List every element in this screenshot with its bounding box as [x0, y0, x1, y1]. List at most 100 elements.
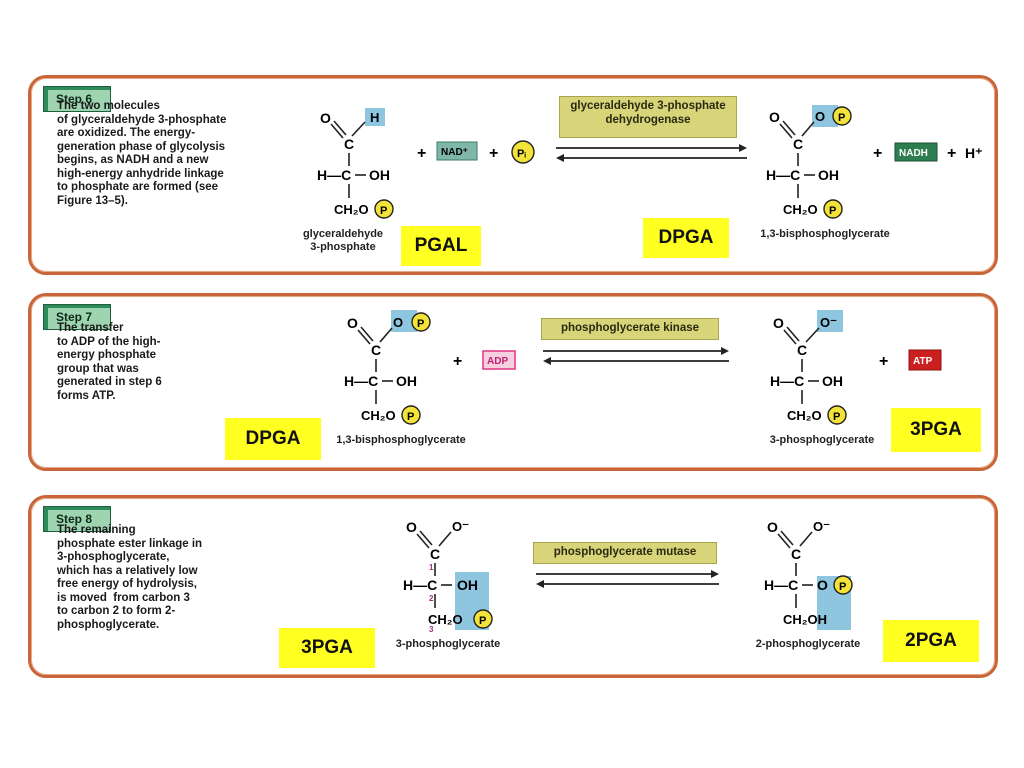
c3-ch2o: CH₂O: [361, 408, 396, 423]
2-phosphoglycerate-structure: O O⁻ C H—C O P CH₂OH: [764, 519, 853, 630]
step-8-panel: Step 8 The remaining phosphate ester lin…: [28, 495, 998, 678]
c1-atom: C: [344, 136, 354, 152]
c2-row: H—C: [764, 577, 798, 593]
plus-sign: +: [489, 145, 498, 162]
carbon-number-3: 3: [429, 625, 434, 634]
atp-box: [908, 349, 942, 371]
carbonyl-o-atom: O: [773, 315, 784, 331]
step-7-product-name: 3-phosphoglycerate: [769, 434, 875, 446]
acyl-o-atom: O: [393, 315, 403, 330]
step-8-description: The remaining phosphate ester linkage in…: [57, 524, 203, 631]
glyceraldehyde-3-phosphate-structure: H O C H—C OH CH₂O P: [317, 108, 394, 219]
pi-label: Pᵢ: [517, 148, 526, 160]
c2-row: H—C: [403, 577, 437, 593]
step-6-tag-dpga: DPGA: [643, 218, 729, 258]
step-6-substrate-name: glyceraldehyde 3-phosphate: [302, 228, 384, 253]
step-6-product-name: 1,3-bisphosphoglycerate: [760, 228, 890, 240]
step-7-description: The transfer to ADP of the high- energy …: [57, 322, 162, 402]
equilibrium-arrows: [543, 347, 729, 365]
phosphate-p: P: [829, 205, 836, 217]
phosphate-p: P: [833, 411, 840, 423]
c2-row: H—C: [770, 373, 804, 389]
c1-atom: C: [430, 546, 440, 562]
nad-label: NAD⁺: [441, 147, 468, 158]
step-6-panel: Step 6 The two molecules of glyceraldehy…: [28, 75, 998, 275]
step-7-panel: Step 7 The transfer to ADP of the high- …: [28, 293, 998, 471]
step-8-enzyme: phosphoglycerate mutase: [533, 542, 717, 564]
phosphate-p: P: [407, 411, 414, 423]
adp-box: [482, 350, 516, 370]
carbon-number-1: 1: [429, 563, 434, 572]
3-phosphoglycerate-structure: O O⁻ C 1 H—C 2 OH CH₂O 3 P: [403, 519, 493, 634]
carbonyl-o-atom: O: [767, 519, 778, 535]
nadh-label: NADH: [899, 148, 928, 159]
step-7-tag-dpga: DPGA: [225, 418, 321, 460]
phosphate-p: P: [479, 615, 486, 627]
bisphosphoglycerate-structure: O O P C H—C OH CH₂O P: [344, 310, 431, 425]
step-7-substrate-name: 1,3-bisphosphoglycerate: [336, 434, 466, 446]
plus-sign: +: [947, 145, 956, 162]
step-8-reaction-diagram: O O⁻ C 1 H—C 2 OH CH₂O 3 P O: [403, 519, 853, 634]
c2-oh: OH: [369, 167, 390, 183]
c2-row: H—C: [344, 373, 378, 389]
c3-ch2o: CH₂O: [787, 408, 822, 423]
atp-label: ATP: [913, 356, 933, 367]
phosphate-p: P: [838, 112, 845, 124]
step-7-tab: Step 7: [43, 304, 111, 330]
carboxylate-o-atom: O⁻: [813, 519, 830, 534]
c2-row: H—C: [766, 167, 800, 183]
carboxylate-o-atom: O⁻: [452, 519, 469, 534]
aldehyde-h-atom: H: [370, 110, 379, 125]
plus-sign: +: [873, 145, 882, 162]
step-8-tag-2pga: 2PGA: [883, 620, 979, 662]
carbon-number-2: 2: [429, 594, 434, 603]
bisphosphoglycerate-structure: O O P C H—C OH CH₂O P: [766, 105, 852, 219]
c2-oh: OH: [457, 577, 478, 593]
carbonyl-o-atom: O: [320, 110, 331, 126]
step-8-substrate-name: 3-phosphoglycerate: [395, 638, 501, 650]
step-7-tag-3pga: 3PGA: [891, 408, 981, 452]
c1-atom: C: [371, 342, 381, 358]
step-6-enzyme: glyceraldehyde 3-phosphate dehydrogenase: [559, 96, 737, 138]
c3-ch2o: CH₂O: [428, 612, 463, 627]
c2-o: O: [817, 577, 828, 593]
carbonyl-o-atom: O: [406, 519, 417, 535]
pi-circle: [511, 140, 535, 164]
3-phosphoglycerate-structure: O O⁻ C H—C OH CH₂O P: [770, 310, 847, 425]
step-6-description: The two molecules of glyceraldehyde 3-ph…: [57, 100, 227, 207]
acyl-o-atom: O: [815, 109, 825, 124]
equilibrium-arrows: [536, 570, 719, 588]
c1-atom: C: [791, 546, 801, 562]
c2-oh: OH: [818, 167, 839, 183]
c2-row: H—C: [317, 167, 351, 183]
carbonyl-o-atom: O: [769, 109, 780, 125]
c3-ch2o: CH₂O: [783, 202, 818, 217]
plus-sign: +: [879, 353, 888, 370]
plus-sign: +: [453, 353, 462, 370]
step-6-reaction-diagram: H O C H—C OH CH₂O P + NAD⁺ + Pᵢ: [317, 105, 983, 219]
equilibrium-arrows: [556, 144, 747, 162]
c2-oh: OH: [822, 373, 843, 389]
phosphate-p: P: [417, 318, 424, 330]
step-6-tag-pgal: PGAL: [401, 226, 481, 266]
carboxylate-o-atom: O⁻: [820, 315, 837, 330]
c3-ch2oh: CH₂OH: [783, 612, 827, 627]
adp-label: ADP: [487, 356, 508, 367]
phosphate-p: P: [380, 205, 387, 217]
c3-ch2o: CH₂O: [334, 202, 369, 217]
plus-sign: +: [417, 145, 426, 162]
step-7-reaction-diagram: O O P C H—C OH CH₂O P + ADP: [344, 310, 942, 425]
c1-atom: C: [793, 136, 803, 152]
step-6-tab: Step 6: [43, 86, 111, 112]
step-7-enzyme: phosphoglycerate kinase: [541, 318, 719, 340]
c1-atom: C: [797, 342, 807, 358]
nadh-box: [894, 142, 938, 162]
carbonyl-o-atom: O: [347, 315, 358, 331]
phosphate-p: P: [839, 581, 846, 593]
nad-box: [436, 141, 478, 161]
step-8-tag-3pga-left: 3PGA: [279, 628, 375, 668]
c2-oh: OH: [396, 373, 417, 389]
step-8-product-name: 2-phosphoglycerate: [755, 638, 861, 650]
proton-label: H⁺: [965, 145, 983, 161]
step-8-tab: Step 8: [43, 506, 111, 532]
